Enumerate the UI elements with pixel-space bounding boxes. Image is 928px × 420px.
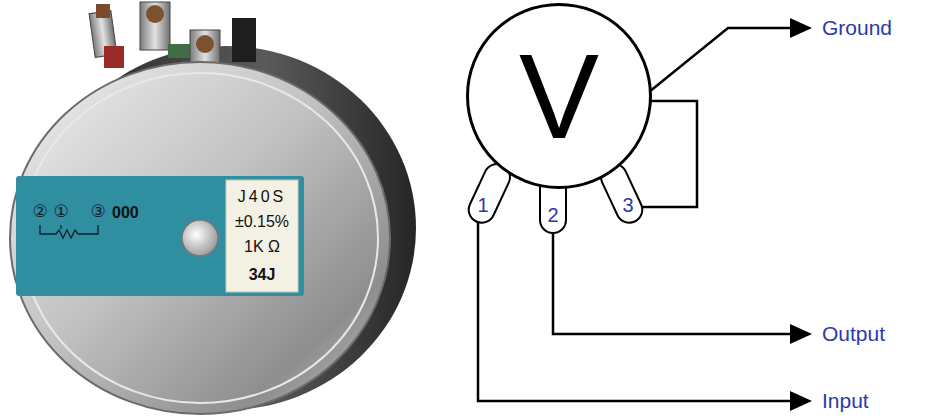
terminal-number: ② bbox=[32, 202, 47, 222]
arrowheads bbox=[790, 18, 812, 411]
pin-tab: 3 bbox=[612, 185, 644, 225]
part-marking: 34J bbox=[249, 266, 276, 284]
circle-outline bbox=[468, 5, 651, 188]
node-text: 1 bbox=[477, 195, 488, 215]
terminal-number: ③ bbox=[90, 202, 105, 222]
solder bbox=[146, 5, 164, 23]
terminal bbox=[232, 18, 256, 62]
signal-name: Input bbox=[822, 389, 869, 413]
solder bbox=[96, 4, 110, 18]
tab-outline bbox=[540, 171, 566, 233]
pin-tab: 2 bbox=[537, 195, 569, 235]
node-text: V bbox=[519, 36, 599, 156]
ground-wire bbox=[649, 28, 792, 92]
arrowhead bbox=[790, 391, 812, 411]
housing-face bbox=[10, 62, 390, 414]
potentiometer-photo bbox=[10, 2, 416, 414]
output-wire bbox=[553, 234, 792, 334]
arrowhead bbox=[790, 324, 812, 344]
insulation bbox=[104, 46, 124, 68]
voltage-circle: V bbox=[466, 3, 652, 189]
input-wire bbox=[478, 220, 792, 401]
signal-name: Ground bbox=[822, 16, 892, 40]
teal-label bbox=[16, 176, 304, 296]
terminal bbox=[140, 2, 170, 50]
part-marking: 1K Ω bbox=[244, 238, 280, 256]
tab-outline bbox=[464, 160, 514, 227]
white-label bbox=[226, 180, 298, 292]
arrowhead bbox=[790, 18, 812, 38]
pin-tab: 1 bbox=[467, 185, 499, 225]
part-marking: 000 bbox=[112, 204, 139, 222]
node-text: 3 bbox=[622, 195, 633, 215]
part-marking: ±0.15% bbox=[235, 213, 289, 231]
shaft-hole bbox=[182, 220, 218, 256]
tab-outline bbox=[597, 160, 647, 227]
solder bbox=[196, 35, 214, 53]
terminal-number: ① bbox=[53, 202, 68, 222]
part-marking: J40S bbox=[238, 188, 286, 206]
resistor-symbol bbox=[40, 225, 98, 238]
signal-name: Output bbox=[822, 322, 885, 346]
node-text: 2 bbox=[547, 205, 558, 225]
